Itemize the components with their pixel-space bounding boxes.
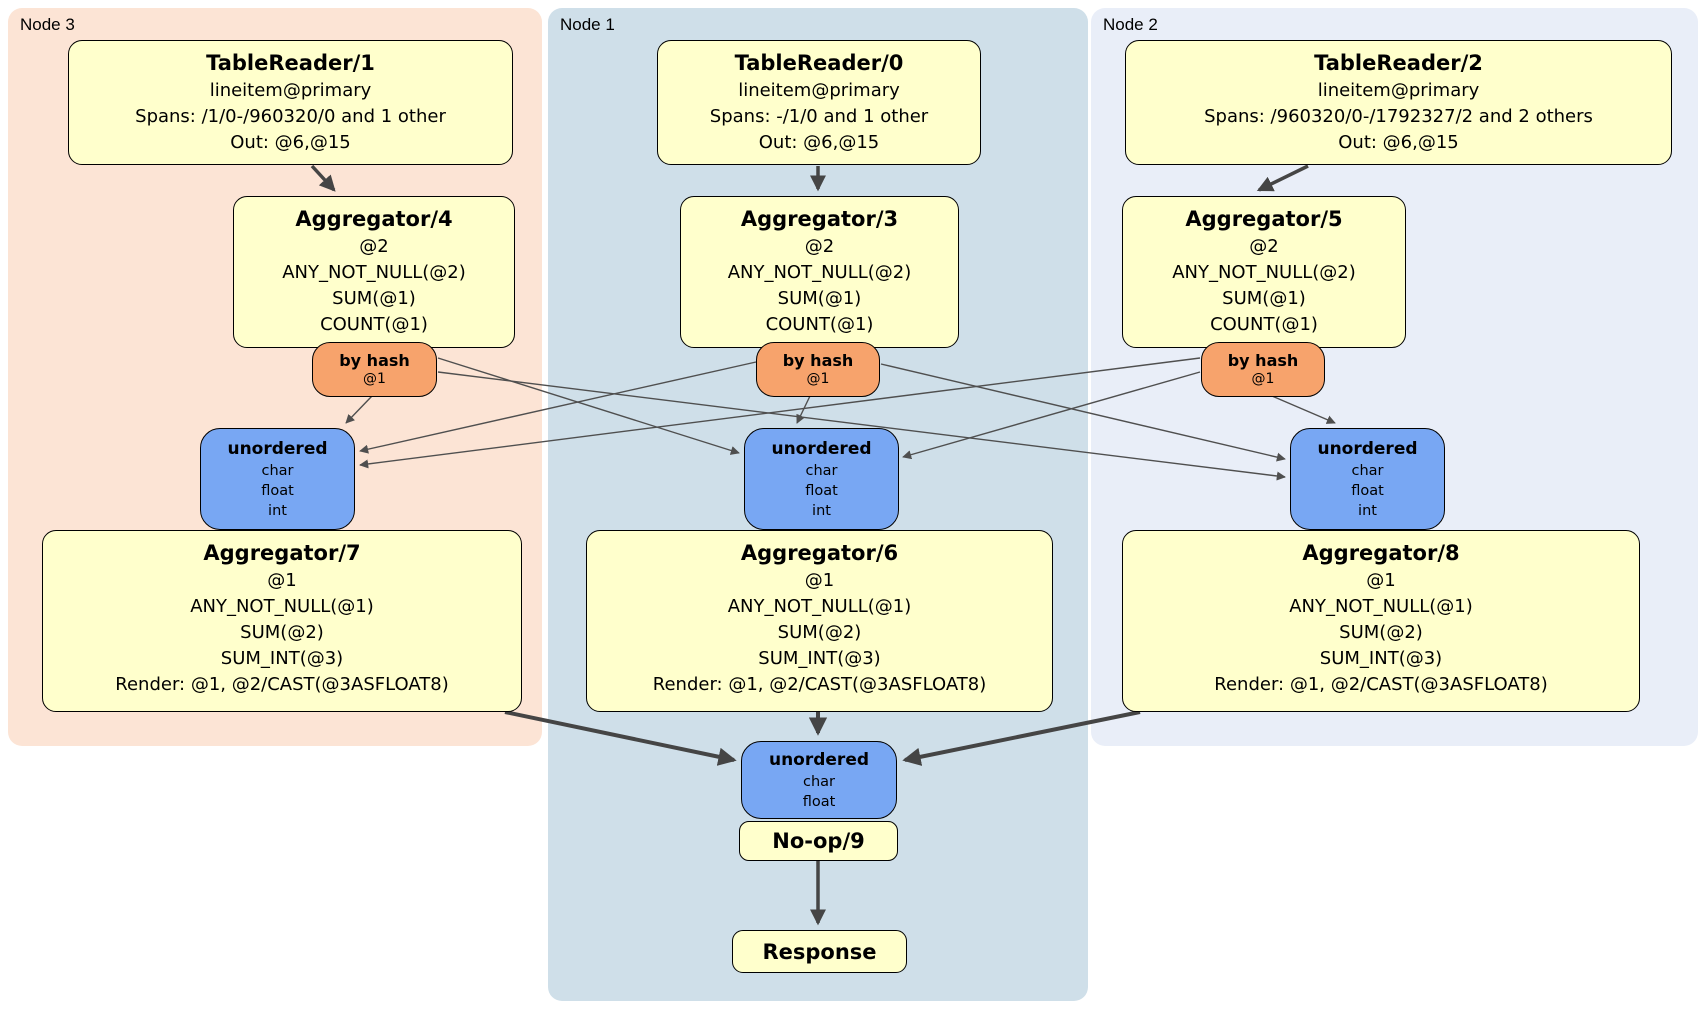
sync-unordered-node3: unordered char float int bbox=[200, 428, 355, 530]
processor-title: Aggregator/5 bbox=[1185, 207, 1343, 231]
processor-title: TableReader/1 bbox=[206, 51, 375, 75]
processor-aggregator-7: Aggregator/7 @1 ANY_NOT_NULL(@1) SUM(@2)… bbox=[42, 530, 522, 712]
thick-flow-edges bbox=[310, 164, 1309, 926]
processor-title: TableReader/2 bbox=[1314, 51, 1483, 75]
sync-unordered-node1: unordered char float int bbox=[744, 428, 899, 530]
edge-tr2-agg5 bbox=[1256, 164, 1309, 192]
router-title: by hash bbox=[782, 351, 854, 370]
sync-unordered-final: unordered char float bbox=[741, 741, 897, 819]
processor-noop-9: No-op/9 bbox=[739, 821, 898, 861]
edge-hash1-sync3 bbox=[359, 361, 757, 454]
processor-title: Aggregator/8 bbox=[1302, 541, 1460, 565]
processor-title: TableReader/0 bbox=[734, 51, 904, 75]
edge-hash2-sync2 bbox=[1271, 395, 1336, 424]
sync-title: unordered bbox=[1317, 438, 1418, 459]
processor-title: Response bbox=[762, 939, 877, 964]
processor-title: Aggregator/6 bbox=[740, 541, 899, 565]
edge-hash3-sync1 bbox=[437, 357, 740, 455]
edge-hash2-sync3 bbox=[359, 357, 1201, 469]
sync-title: unordered bbox=[768, 749, 870, 770]
processor-tablereader-0: TableReader/0 lineitem@primary Spans: -/… bbox=[657, 40, 981, 165]
edge-hash3-sync3 bbox=[345, 395, 373, 424]
processor-title: Aggregator/7 bbox=[203, 541, 361, 565]
processor-aggregator-6: Aggregator/6 @1 ANY_NOT_NULL(@1) SUM(@2)… bbox=[586, 530, 1053, 712]
edge-hash2-sync1 bbox=[902, 371, 1201, 460]
region-node1-label: Node 1 bbox=[560, 15, 615, 34]
hash-router-edges bbox=[345, 357, 1336, 481]
processor-tablereader-1: TableReader/1 lineitem@primary Spans: /1… bbox=[68, 40, 513, 165]
edge-hash1-sync1 bbox=[796, 395, 811, 424]
edge-hash3-sync2 bbox=[437, 371, 1286, 481]
sync-title: unordered bbox=[227, 438, 328, 459]
processor-aggregator-3: Aggregator/3 @2 ANY_NOT_NULL(@2) SUM(@1)… bbox=[680, 196, 959, 348]
processor-title: Aggregator/3 bbox=[740, 207, 899, 231]
edge-agg7-syncfinal bbox=[504, 710, 737, 766]
processor-tablereader-2: TableReader/2 lineitem@primary Spans: /9… bbox=[1125, 40, 1672, 165]
router-title: by hash bbox=[1227, 351, 1299, 370]
sync-title: unordered bbox=[771, 438, 872, 459]
region-node3-label: Node 3 bbox=[20, 15, 75, 34]
processor-title: Aggregator/4 bbox=[295, 207, 453, 231]
edge-tr1-agg4 bbox=[310, 164, 336, 192]
processor-title: No-op/9 bbox=[772, 829, 865, 853]
processor-aggregator-8: Aggregator/8 @1 ANY_NOT_NULL(@1) SUM(@2)… bbox=[1122, 530, 1640, 712]
processor-aggregator-4: Aggregator/4 @2 ANY_NOT_NULL(@2) SUM(@1)… bbox=[233, 196, 515, 348]
edge-hash1-sync2 bbox=[880, 363, 1286, 462]
processor-response: Response bbox=[732, 930, 907, 973]
router-by-hash-node2: by hash @1 bbox=[1201, 342, 1325, 397]
processor-aggregator-5: Aggregator/5 @2 ANY_NOT_NULL(@2) SUM(@1)… bbox=[1122, 196, 1406, 348]
sync-unordered-node2: unordered char float int bbox=[1290, 428, 1445, 530]
region-node2-label: Node 2 bbox=[1103, 15, 1158, 34]
router-by-hash-node1: by hash @1 bbox=[756, 342, 880, 397]
router-by-hash-node3: by hash @1 bbox=[312, 342, 437, 397]
router-title: by hash bbox=[339, 351, 410, 370]
edge-agg8-syncfinal bbox=[902, 710, 1141, 766]
